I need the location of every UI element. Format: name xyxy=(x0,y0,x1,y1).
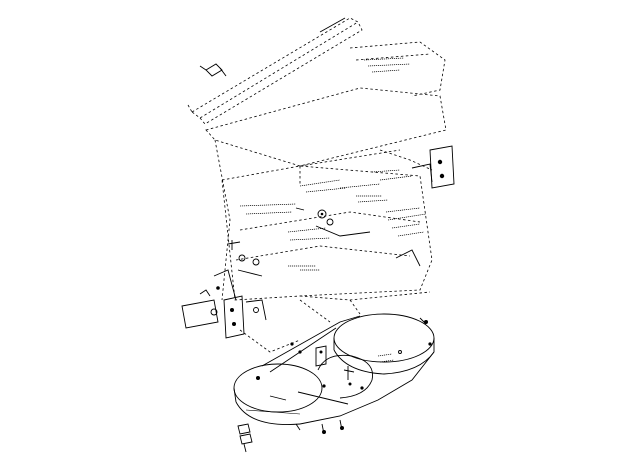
lower-left-bracket xyxy=(181,289,267,339)
top-left-bolt xyxy=(199,63,227,77)
top-right-bracket xyxy=(349,41,446,97)
top-frame-rail xyxy=(187,17,363,125)
center-hardware xyxy=(239,169,427,271)
bottom-fasteners xyxy=(237,419,344,453)
mid-chassis xyxy=(221,165,433,301)
left-linkage xyxy=(213,240,263,301)
upper-housing xyxy=(205,87,447,301)
right-side-bracket xyxy=(411,145,455,189)
guard-mount-lines xyxy=(239,299,361,353)
belt-guard-housing xyxy=(233,313,435,425)
